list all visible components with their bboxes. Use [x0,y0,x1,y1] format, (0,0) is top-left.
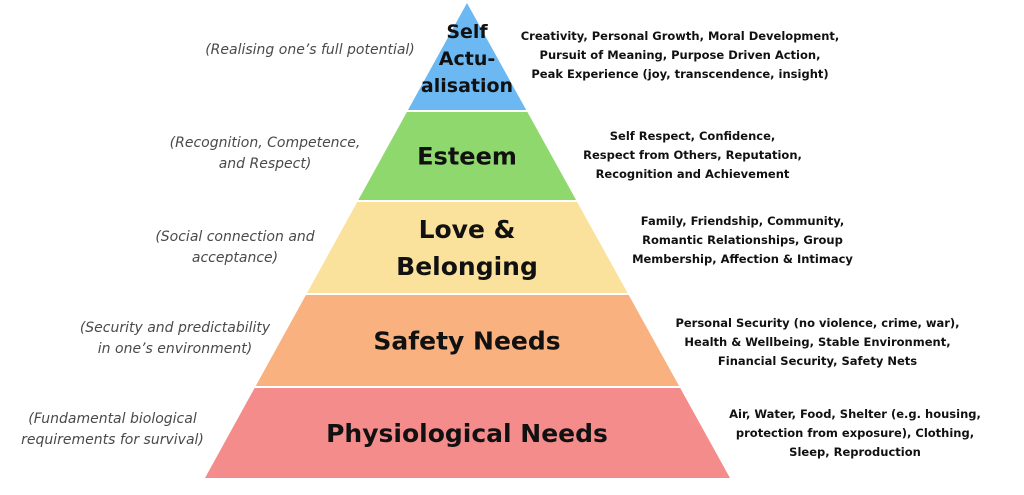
level-details-line: Pursuit of Meaning, Purpose Driven Actio… [539,48,821,62]
level-details-physiological-needs: Air, Water, Food, Shelter (e.g. housing,… [690,405,1020,462]
level-title-physiological-needs: Physiological Needs [326,419,608,448]
level-description-esteem: (Recognition, Competence, and Respect) [140,133,390,175]
level-title-safety-needs: Safety Needs [373,327,560,356]
level-details-line: Romantic Relationships, Group [642,233,843,247]
level-description-line: (Social connection and [155,229,315,245]
level-title-line: Belonging [396,252,538,281]
level-description-line: acceptance) [191,250,279,266]
level-title-line: Love & [419,215,516,244]
level-band-esteem [358,112,577,200]
level-band-self-actualisation [408,3,527,110]
level-description-line: in one’s environment) [97,341,253,357]
level-description-love-belonging: (Social connection and acceptance) [120,227,350,269]
level-details-line: Self Respect, Confidence, [609,129,776,143]
level-description-self-actualisation: (Realising one’s full potential) [180,40,440,61]
level-details-line: Creativity, Personal Growth, Moral Devel… [520,29,840,43]
level-title-esteem: Esteem [417,143,517,171]
level-description-physiological-needs: (Fundamental biological requirements for … [0,409,225,451]
level-description-line: requirements for survival) [21,432,204,448]
level-band-safety-needs [255,295,680,386]
level-description-safety-needs: (Security and predictability in one’s env… [40,318,310,360]
level-description-line: and Respect) [218,156,312,172]
level-title-line: alisation [421,75,513,97]
level-title-line: Safety Needs [373,327,560,356]
level-details-esteem: Self Respect, Confidence, Respect from Ot… [565,127,820,184]
level-details-line: Health & Wellbeing, Stable Environment, [684,335,951,349]
level-band-love-belonging [307,202,628,293]
level-title-line: Esteem [417,143,517,171]
level-details-line: Personal Security (no violence, crime, w… [675,316,960,330]
level-details-line: Respect from Others, Reputation, [583,148,802,162]
level-details-line: Sleep, Reproduction [789,445,921,459]
level-details-line: Air, Water, Food, Shelter (e.g. housing, [729,407,981,421]
level-title-line: Physiological Needs [326,419,608,448]
level-title-line: Self [446,21,488,43]
level-title-line: Actu- [439,48,495,70]
level-details-line: Family, Friendship, Community, [640,214,845,228]
level-band-physiological-needs [205,388,730,478]
level-details-line: Recognition and Achievement [595,167,790,181]
level-description-line: (Recognition, Competence, [169,135,361,151]
level-details-self-actualisation: Creativity, Personal Growth, Moral Devel… [500,27,860,84]
level-description-line: (Realising one’s full potential) [205,42,415,58]
level-details-line: Peak Experience (joy, transcendence, ins… [531,67,829,81]
level-description-line: (Security and predictability [79,320,271,336]
level-details-love-belonging: Family, Friendship, Community, Romantic R… [605,212,880,269]
level-title-love-belonging: Love & Belonging [396,215,538,281]
level-details-line: protection from exposure), Clothing, [735,426,975,440]
level-description-line: (Fundamental biological [28,411,197,427]
level-details-safety-needs: Personal Security (no violence, crime, w… [640,314,995,371]
level-details-line: Membership, Affection & Intimacy [632,252,853,266]
level-details-line: Financial Security, Safety Nets [717,354,918,368]
